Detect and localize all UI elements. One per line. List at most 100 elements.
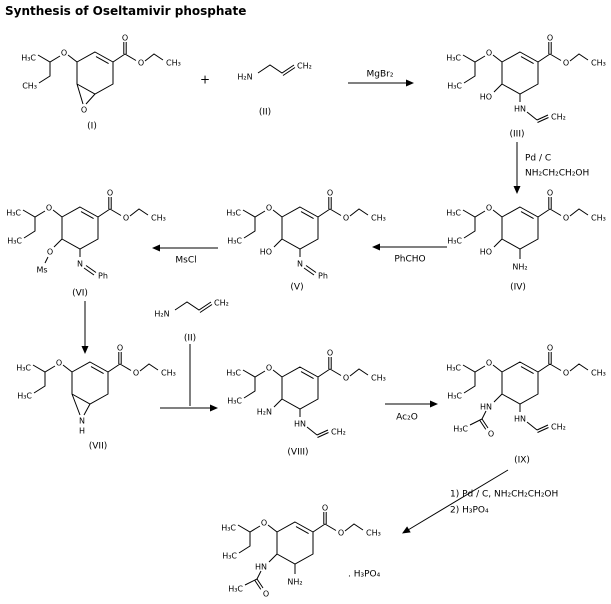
o-label: O bbox=[122, 34, 128, 43]
h2n-label: H₂N bbox=[237, 73, 252, 82]
reagent-final-step1: 1) Pd / C, NH₂CH₂CH₂OH bbox=[450, 490, 558, 500]
hn-label: HN bbox=[514, 105, 526, 114]
h3c-label: H₃C bbox=[226, 209, 241, 218]
ph-label: Ph bbox=[318, 272, 328, 281]
ch3-label: CH₃ bbox=[371, 214, 386, 223]
reagent-pd-c: Pd / C bbox=[525, 154, 551, 164]
structure-VII: O O CH₃ O H₃C H₃C N H (VII) bbox=[16, 344, 176, 452]
h3c-label: H₃C bbox=[221, 524, 236, 533]
o-label: O bbox=[263, 590, 269, 599]
o-label: O bbox=[56, 359, 62, 368]
structure-II: H₂N CH₂ (II) bbox=[237, 62, 311, 118]
bonds bbox=[174, 301, 213, 313]
ph-label: Ph bbox=[98, 272, 108, 281]
h2n-label: H₂N bbox=[154, 310, 169, 319]
h3c-label: H₃C bbox=[222, 552, 237, 561]
o-label: O bbox=[81, 106, 87, 115]
ch3-label: CH₃ bbox=[161, 369, 176, 378]
arrowhead bbox=[406, 79, 414, 87]
arrow-I-II-to-III: MgBr₂ bbox=[348, 70, 414, 87]
ch3-label: CH₃ bbox=[591, 59, 606, 68]
o-label: O bbox=[563, 59, 569, 68]
bonds bbox=[462, 42, 589, 123]
ch3-label: CH₃ bbox=[371, 374, 386, 383]
ch3-label: CH₃ bbox=[591, 369, 606, 378]
h2n-label: H₂N bbox=[257, 408, 272, 417]
ch2-label: CH₂ bbox=[297, 62, 312, 71]
bonds bbox=[32, 352, 159, 416]
o-label: O bbox=[266, 364, 272, 373]
o-label: O bbox=[486, 359, 492, 368]
ch2-label: CH₂ bbox=[551, 113, 566, 122]
o-label: O bbox=[547, 34, 553, 43]
compound-number-V: (V) bbox=[290, 283, 303, 293]
bonds bbox=[237, 512, 364, 590]
h3c-label: H₃C bbox=[447, 392, 462, 401]
o-label: O bbox=[327, 349, 333, 358]
n-label: N bbox=[77, 260, 83, 269]
structure-II-2: H₂N CH₂ (II) bbox=[154, 299, 228, 344]
h3c-label: H₃C bbox=[6, 209, 21, 218]
h3c-label: H₃C bbox=[16, 364, 31, 373]
h3c-label: H₃C bbox=[17, 392, 32, 401]
h3c-label: H₃C bbox=[226, 369, 241, 378]
h3c-label: H₃C bbox=[227, 237, 242, 246]
compound-number-III: (III) bbox=[510, 130, 525, 140]
ms-label: Ms bbox=[36, 266, 47, 275]
bonds bbox=[257, 64, 296, 76]
h3c-label: H₃C bbox=[447, 82, 462, 91]
o-label: O bbox=[133, 369, 139, 378]
arrow-III-to-IV: Pd / C NH₂CH₂CH₂OH bbox=[513, 142, 589, 194]
reagent-final-step2: 2) H₃PO₄ bbox=[450, 506, 489, 516]
ch3-label: CH₃ bbox=[151, 214, 166, 223]
arrowhead bbox=[372, 243, 380, 251]
arrow-IV-to-V: PhCHO bbox=[372, 243, 447, 265]
compound-number-VI: (VI) bbox=[72, 289, 88, 299]
bonds bbox=[242, 197, 369, 276]
o-label: O bbox=[107, 189, 113, 198]
ch3-label: CH₃ bbox=[591, 214, 606, 223]
bonds bbox=[462, 197, 589, 259]
h3c-label: H₃C bbox=[447, 237, 462, 246]
bonds bbox=[37, 42, 164, 105]
structure-V: O O CH₃ O H₃C H₃C HO N Ph (V) bbox=[226, 189, 386, 293]
ch2-label: CH₂ bbox=[214, 299, 229, 308]
h3c-label: H₃C bbox=[228, 585, 243, 594]
ch2-label: CH₂ bbox=[331, 428, 346, 437]
arrow-IX-to-final: 1) Pd / C, NH₂CH₂CH₂OH 2) H₃PO₄ bbox=[402, 469, 558, 534]
o-label: O bbox=[61, 49, 67, 58]
hn-label: HN bbox=[294, 420, 306, 429]
o-label: O bbox=[46, 204, 52, 213]
bonds bbox=[462, 352, 589, 433]
bonds bbox=[242, 357, 369, 438]
o-label: O bbox=[138, 59, 144, 68]
h3c-label: H₃C bbox=[446, 54, 461, 63]
hn-label: HN bbox=[255, 563, 267, 572]
arrow-VIII-to-IX: Ac₂O bbox=[385, 400, 438, 423]
reagent-mscl: MsCl bbox=[175, 256, 196, 266]
ch3-label: CH₃ bbox=[166, 59, 181, 68]
o-label: O bbox=[327, 189, 333, 198]
arrow-line bbox=[407, 469, 509, 531]
n-label: N bbox=[297, 260, 303, 269]
reagent-ac2o: Ac₂O bbox=[396, 413, 418, 423]
phosphate-salt-label: . H₃PO₄ bbox=[348, 570, 381, 580]
reagent-ethanolamine: NH₂CH₂CH₂OH bbox=[525, 169, 589, 179]
hn-label: HN bbox=[480, 403, 492, 412]
h3c-label: H₃C bbox=[21, 54, 36, 63]
bonds bbox=[22, 197, 149, 276]
compound-number-VII: (VII) bbox=[89, 442, 108, 452]
arrowhead bbox=[513, 186, 521, 194]
ho-label: HO bbox=[260, 248, 272, 257]
o-label: O bbox=[563, 214, 569, 223]
o-label: O bbox=[266, 204, 272, 213]
h3c-label: H₃C bbox=[227, 397, 242, 406]
structure-I: O O CH₃ O H₃C CH₃ O (I) bbox=[21, 34, 181, 132]
arrow-V-to-VI: MsCl bbox=[152, 244, 218, 266]
ch2-label: CH₂ bbox=[551, 423, 566, 432]
reagent-phcho: PhCHO bbox=[394, 255, 425, 265]
n-label: N bbox=[79, 417, 85, 426]
o-label: O bbox=[117, 344, 123, 353]
